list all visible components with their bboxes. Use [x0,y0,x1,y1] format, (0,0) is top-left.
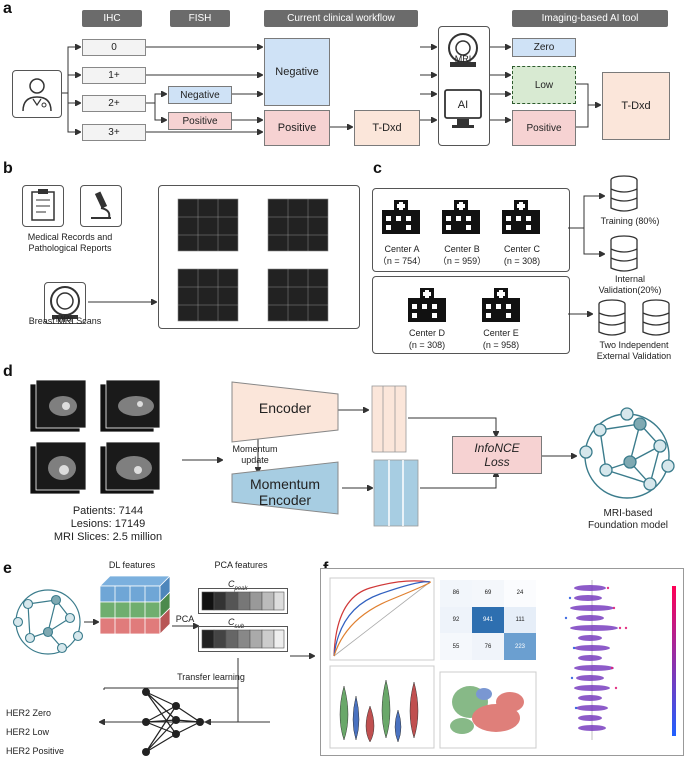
fish-negative: Negative [168,86,232,104]
pca-peak-frame [198,588,288,614]
pca-features-label: PCA features [214,560,268,570]
her2-classes: HER2 Zero HER2 Low HER2 Positive [6,704,96,761]
foundation-model-label: MRI-based Foundation model [587,508,669,531]
cm-cell: 86 [440,580,472,607]
pca-label: PCA [175,614,195,624]
pca-sub-frame [198,626,288,652]
cm-cell: 24 [504,580,536,607]
center-b-n: （n = 959） [437,256,487,266]
mri-cubes [158,185,358,327]
ai-output-low: Low [512,66,576,104]
center-a-name: Center A [384,244,420,254]
mri-scanner-icon [446,32,480,72]
center-b-name: Center B [444,244,480,254]
center-a-n: （n = 754） [377,256,427,266]
center-e-n: (n = 958) [482,340,520,350]
transfer-learning-label: Transfer learning [177,672,245,682]
database-icon-external-2 [640,298,672,338]
cm-cell: 111 [504,606,536,634]
microscope-icon [80,185,122,227]
database-icon-training [608,174,640,214]
records-label: Medical Records and Pathological Reports [27,232,113,253]
hospital-icon-c [496,196,546,236]
center-c-n: (n = 308) [503,256,541,266]
cm-cell: 69 [472,580,504,607]
ai-output-zero: Zero [512,38,576,57]
momentum-update-label: Momentum update [232,444,278,465]
dataset-stats: Patients: 7144 Lesions: 17149 MRI Slices… [18,505,198,544]
clipboard-icon [22,185,64,227]
hospital-icon-d [402,284,452,324]
database-icon-internal [608,234,640,274]
cm-cell: 76 [472,633,504,660]
ai-label: AI [457,99,469,111]
header-ihc: IHC [82,10,142,27]
hospital-icon-b [436,196,486,236]
database-icon-external-1 [596,298,628,338]
ai-tdxd: T-Dxd [602,72,670,140]
confusion-matrix: 86 69 24 92 941 111 55 76 223 [440,580,536,660]
her2-zero-label: HER2 Zero [6,708,52,718]
momentum-encoder-label: Momentum Encoder [249,476,321,508]
hospital-icon-a [376,196,426,236]
encoder-shape [231,381,339,443]
centers-frame-external [372,276,570,354]
doctor-icon [12,70,62,118]
clinical-positive: Positive [264,110,330,146]
clinical-tdxd: T-Dxd [354,110,420,146]
mri-scanner-icon-b [44,282,86,324]
her2-low-label: HER2 Low [6,727,50,737]
cm-cell: 941 [472,606,504,634]
center-d-n: (n = 308) [408,340,446,350]
external-label: Two Independent External Validation [596,340,672,361]
clinical-negative: Negative [264,38,330,106]
header-fish: FISH [170,10,230,27]
mri-label-a: MRI [454,54,472,64]
ai-output-positive: Positive [512,110,576,146]
fish-positive: Positive [168,112,232,130]
cm-cell: 92 [440,606,472,634]
violin-plot [329,665,435,749]
mri-label-b: MRI [55,314,73,324]
monitor-icon [443,88,483,132]
center-d-name: Center D [408,328,445,338]
panel-label-d: d [3,363,13,380]
cm-cell: 55 [440,633,472,660]
header-clinical-workflow: Current clinical workflow [264,10,418,27]
dl-features-label: DL features [108,560,156,570]
encoder-label: Encoder [258,400,312,416]
hospital-icon-e [476,284,526,324]
training-label: Training (80%) [600,216,660,226]
cm-cell: 223 [504,633,536,660]
panel-label-b: b [3,160,13,177]
tsne-scatter [439,671,537,749]
slices-count: MRI Slices: 2.5 million [53,531,163,543]
mri-slices-image [28,379,178,500]
panel-label-a: a [3,0,12,17]
center-e-name: Center E [483,328,519,338]
ihc-score-3: 3+ [82,124,146,141]
ihc-score-1: 1+ [82,67,146,84]
patients-count: Patients: 7144 [72,505,144,517]
ihc-score-2: 2+ [82,95,146,112]
scans-label: Breast MRI Scans [28,316,102,326]
momentum-encoder-shape [231,461,339,515]
roc-plot [329,577,435,661]
internal-label: Internal Validation(20%) [598,274,662,295]
header-ai-tool: Imaging-based AI tool [512,10,668,27]
lesions-count: Lesions: 17149 [70,518,146,530]
ihc-score-0: 0 [82,39,146,56]
panel-label-e: e [3,560,12,577]
her2-positive-label: HER2 Positive [6,746,65,756]
shap-summary-plot [546,576,680,752]
panel-label-c: c [373,160,382,177]
infonce-loss: InfoNCE Loss [452,436,542,474]
center-c-name: Center C [503,244,540,254]
